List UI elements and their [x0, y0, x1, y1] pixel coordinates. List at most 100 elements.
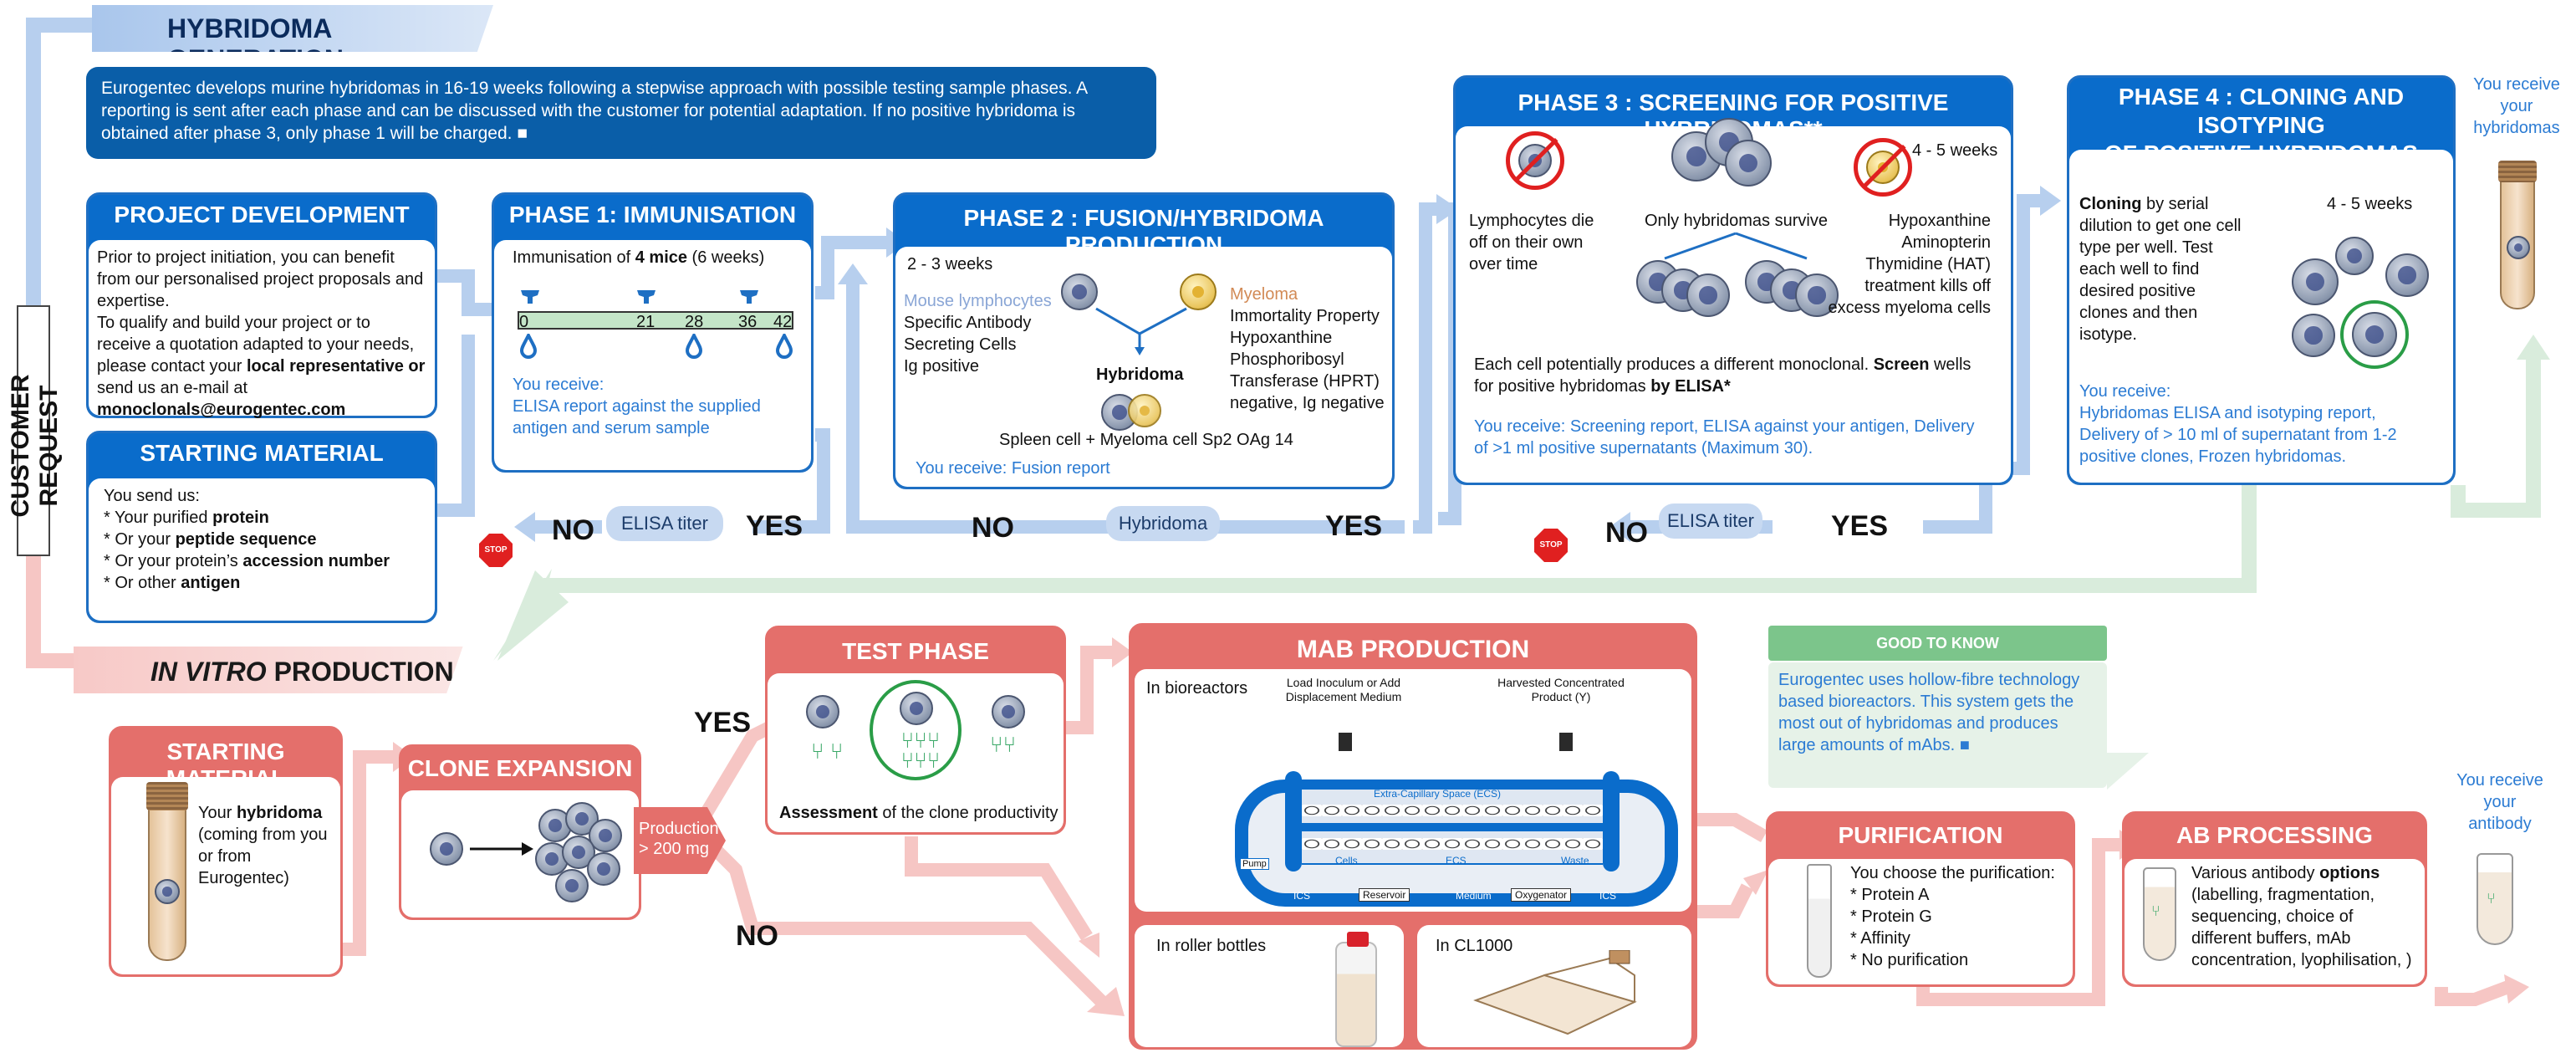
phase4-body: Cloning by serial dilution to get one ce… [2069, 150, 2453, 483]
bioreactor-cap-left [1285, 771, 1302, 872]
phase3-panel: PHASE 3 : SCREENING FOR POSITIVE HYBRIDO… [1453, 75, 2013, 485]
antibody-icon: ⑂⑂ [990, 732, 1017, 757]
clone-cell-icon [806, 695, 839, 728]
starting-material-intro: You send us: [104, 487, 200, 505]
clone-expansion-body [401, 790, 639, 918]
ab-processing-body: ⑂ Various antibody options (labelling, f… [2125, 859, 2425, 984]
phase3-body: Lymphocytes die off on their own over ti… [1456, 118, 2011, 483]
cloning-text: Cloning by serial dilution to get one ce… [2079, 195, 2242, 344]
hat-text: Hypoxanthine Aminopterin Thymidine (HAT)… [1828, 212, 1991, 317]
project-development-body: Prior to project initiation, you can ben… [89, 240, 435, 419]
purification-option: * Protein A [1850, 886, 1930, 904]
phase2-receive: You receive: Fusion report [916, 459, 1110, 478]
reservoir-label: Reservoir [1359, 888, 1410, 902]
cl1000-label: In CL1000 [1436, 937, 1513, 955]
outlet-port-icon [1559, 733, 1573, 751]
ab-processing-panel: AB PROCESSING ⑂ Various antibody options… [2122, 811, 2427, 987]
ab-processing-title: AB PROCESSING [2176, 822, 2373, 848]
phase4-panel: PHASE 4 : CLONING AND ISOTYPINGOF POSITI… [2067, 75, 2456, 485]
purification-column-icon [1807, 864, 1832, 978]
tick-label: 36 [738, 313, 757, 331]
clone-cell-icon [992, 695, 1025, 728]
contact-email-link[interactable]: monoclonals@eurogentec.com [97, 401, 346, 419]
screen-text: Each cell potentially produces a differe… [1474, 355, 1972, 396]
pump-label: Pump [1240, 858, 1269, 870]
starting-material-body: You send us: * Your purified protein * O… [89, 478, 435, 621]
phase4-weeks: 4 - 5 weeks [2327, 195, 2413, 213]
ecs-label: Extra-Capillary Space (ECS) [1374, 788, 1502, 800]
harvest-label: Harvested Concentrated Product (Y) [1497, 676, 1625, 703]
inlet-port-icon [1339, 733, 1352, 751]
purification-title: PURIFICATION [1838, 822, 2003, 848]
customer-request-label: CUSTOMER REQUEST [7, 374, 63, 518]
your-hybridoma-text: Your hybridoma (coming from you or from … [198, 804, 328, 887]
ics-channel [1302, 823, 1603, 831]
mab-production-title: MAB PRODUCTION [1296, 636, 1530, 663]
single-clone-icon [430, 832, 463, 866]
positive-clone-highlight [2340, 300, 2409, 369]
tick-label: 42 [773, 313, 793, 331]
lymphocytes-text: Mouse lymphocytes Specific Antibody Secr… [904, 292, 1052, 376]
antibody-icon: ⑂⑂⑂⑂⑂⑂ [900, 728, 941, 773]
antibody-tube-icon: ⑂ [2477, 853, 2513, 945]
expanded-clone-icon [555, 869, 589, 902]
clone-cell-icon [900, 692, 933, 725]
test-phase-panel: TEST PHASE ⑂ ⑂ ⑂⑂⑂⑂⑂⑂ ⑂⑂ Assessment of t… [765, 626, 1066, 835]
tick-label: 0 [519, 313, 529, 331]
hybridoma-cell-icon [2385, 253, 2429, 297]
split-arrow-icon [1664, 232, 1808, 260]
in-bioreactors-label: In bioreactors [1146, 679, 1248, 698]
phase1-immunisation: Immunisation of 4 mice (6 weeks) [513, 248, 765, 267]
project-development-p2: To qualify and build your project or to … [97, 314, 426, 419]
hybridoma-cell-icon [1128, 394, 1161, 427]
fusion-arrow-icon [1095, 307, 1187, 355]
blood-drop-icon [519, 331, 538, 363]
blood-drop-icon [775, 331, 793, 363]
bioreactor-cap-right [1603, 771, 1620, 872]
no-myeloma-icon [1854, 138, 1912, 197]
elisa-titer-pill: ELISA titer [606, 506, 723, 541]
sm-item: * Or your peptide sequence [104, 530, 317, 549]
test-phase-title: TEST PHASE [842, 638, 989, 664]
bioreactor-section: In bioreactors Load Inoculum or Add Disp… [1135, 669, 1691, 912]
clone-expansion-panel: CLONE EXPANSION [399, 744, 641, 920]
syringe-icon [634, 289, 659, 307]
no-lymphocyte-icon [1506, 131, 1564, 190]
in-vitro-starting-material-body: Your hybridoma (coming from you or from … [111, 777, 340, 974]
phase2-panel: PHASE 2 : FUSION/HYBRIDOMA PRODUCTION 2 … [893, 192, 1395, 489]
hybridoma-pill: Hybridoma [1106, 506, 1220, 541]
myeloma-text: Myeloma Immortality Property Hypoxanthin… [1230, 285, 1385, 412]
phase2-weeks: 2 - 3 weeks [907, 255, 993, 273]
phase1-body: Immunisation of 4 mice (6 weeks) 0 21 28… [494, 240, 811, 470]
good-to-know-title: GOOD TO KNOW [1768, 626, 2107, 661]
phase1-title: PHASE 1: IMMUNISATION [508, 202, 797, 227]
purification-option: * Protein G [1850, 907, 1932, 926]
project-development-panel: PROJECT DEVELOPMENT Prior to project ini… [86, 192, 437, 419]
stop-sign-icon: STOP [1534, 529, 1568, 562]
project-development-p1: Prior to project initiation, you can ben… [97, 248, 424, 310]
waste-label: Waste [1561, 855, 1589, 866]
phase3-weeks: 4 - 5 weeks [1912, 141, 1998, 160]
hybridoma-generation-banner: HYBRIDOMA GENERATION [92, 5, 493, 52]
hollow-fibres-bottom [1302, 838, 1603, 850]
purification-panel: PURIFICATION You choose the purification… [1766, 811, 2075, 987]
lymph-die-text: Lymphocytes die off on their own over ti… [1469, 212, 1594, 273]
expansion-arrow-icon [470, 842, 533, 856]
hybridoma-cell-icon [2292, 314, 2335, 357]
phase1-yes-label: YES [746, 510, 803, 542]
roller-bottles-label: In roller bottles [1156, 937, 1267, 955]
phase3-yes-label: YES [1831, 510, 1889, 542]
oxygenator-label: Oxygenator [1511, 888, 1572, 902]
project-development-title: PROJECT DEVELOPMENT [114, 202, 410, 227]
roller-bottle-icon [1335, 932, 1377, 1047]
purification-option: * No purification [1850, 951, 1969, 969]
positive-clone-cell-icon [2352, 312, 2397, 357]
receive-antibody-text: You receive your antibody [2456, 771, 2543, 833]
blood-drop-icon [685, 331, 703, 363]
eppendorf-tube-icon: ⑂ [2143, 867, 2176, 961]
load-inoculum-label: Load Inoculum or Add Displacement Medium [1285, 676, 1402, 703]
medium-label: Medium [1456, 890, 1492, 902]
tick-label: 21 [636, 313, 655, 331]
hybridoma-cell-icon [1725, 140, 1772, 187]
hybridoma-label: Hybridoma [1096, 365, 1184, 384]
